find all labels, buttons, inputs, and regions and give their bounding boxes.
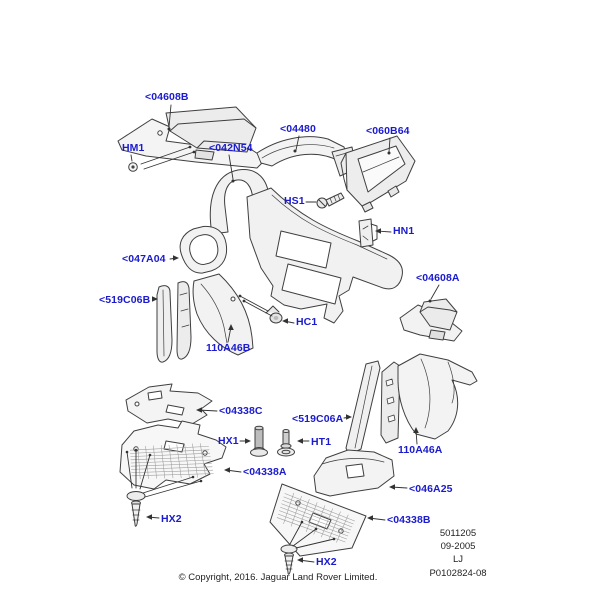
- callout-110A46B[interactable]: 110A46B: [206, 342, 251, 354]
- callout-042N54[interactable]: <042N54: [209, 142, 253, 154]
- part-hs1-drawing: [316, 192, 345, 209]
- part-047a04-drawing: [179, 225, 228, 274]
- part-04338c-drawing: [125, 383, 213, 425]
- leader-arrowheads: [125, 127, 432, 563]
- callout-046A25[interactable]: <046A25: [409, 483, 453, 495]
- part-519c06b-drawing: [156, 285, 173, 363]
- callout-HM1[interactable]: HM1: [122, 142, 145, 154]
- part-042n54-drawing: [209, 169, 403, 324]
- part-519c06a-drawing: [345, 360, 381, 456]
- callout-HN1[interactable]: HN1: [393, 225, 415, 237]
- part-04608b-drawing: [117, 106, 267, 169]
- part-hx1-drawing: [250, 425, 268, 457]
- plate-drawing-ref: P0102824-08: [429, 567, 487, 579]
- callout-HS1[interactable]: HS1: [284, 195, 305, 207]
- part-hm1-drawing: [128, 162, 138, 172]
- part-hc1-drawing: [265, 305, 283, 324]
- part-110a46b-drawing: [176, 273, 254, 360]
- part-04480-drawing: [256, 136, 357, 177]
- part-046a25-drawing: [313, 449, 395, 497]
- callout-04338A[interactable]: <04338A: [243, 466, 287, 478]
- copyright-text: © Copyright, 2016. Jaguar Land Rover Lim…: [178, 572, 378, 583]
- part-110a46a-drawing: [380, 353, 478, 444]
- callout-047A04[interactable]: <047A04: [122, 253, 166, 265]
- callout-110A46A[interactable]: 110A46A: [398, 444, 443, 456]
- callout-060B64[interactable]: <060B64: [366, 125, 410, 137]
- callout-04338B[interactable]: <04338B: [387, 514, 431, 526]
- callout-519C06B[interactable]: <519C06B: [99, 294, 151, 306]
- callout-HC1[interactable]: HC1: [296, 316, 318, 328]
- part-hx2-right-drawing: [280, 544, 298, 575]
- callout-HX2-right[interactable]: HX2: [316, 556, 337, 568]
- callout-04338C[interactable]: <04338C: [219, 405, 263, 417]
- callout-HX1[interactable]: HX1: [218, 435, 239, 447]
- part-04608a-drawing: [399, 298, 463, 342]
- plate-date: 09-2005: [440, 541, 476, 553]
- part-060b64-drawing: [340, 135, 416, 213]
- part-hx2-left-drawing: [126, 491, 146, 527]
- callout-04608B[interactable]: <04608B: [145, 91, 189, 103]
- plate-model-code: LJ: [452, 554, 464, 566]
- callout-HT1[interactable]: HT1: [311, 436, 332, 448]
- plate-info-block: 5011205 09-2005 LJ P0102824-08: [410, 527, 506, 580]
- plate-catalogue-number: 5011205: [439, 528, 477, 539]
- callout-04608A[interactable]: <04608A: [416, 272, 460, 284]
- callout-HX2-left[interactable]: HX2: [161, 513, 182, 525]
- part-ht1-drawing: [277, 429, 295, 457]
- part-04338b-drawing: [269, 483, 367, 557]
- callout-519C06A[interactable]: <519C06A: [292, 413, 344, 425]
- part-hn1-drawing: [358, 218, 378, 248]
- callout-04480[interactable]: <04480: [280, 123, 316, 135]
